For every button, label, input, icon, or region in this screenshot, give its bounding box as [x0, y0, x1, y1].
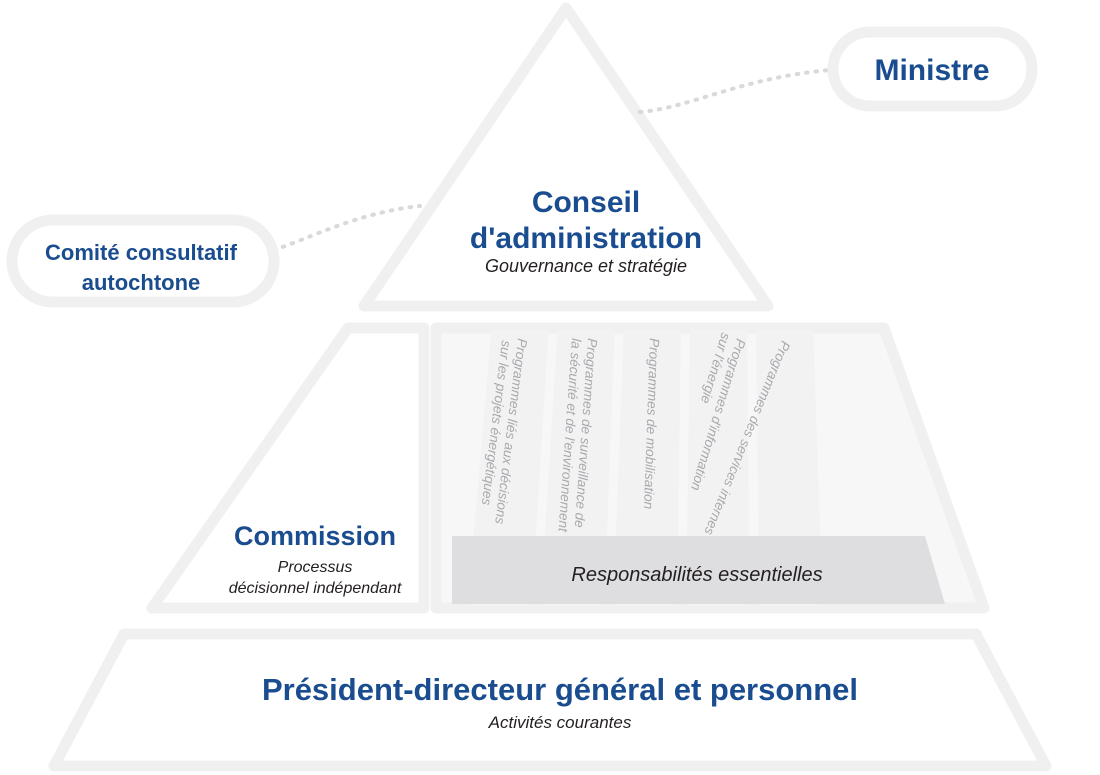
responsibility-bar-label: Responsabilités essentielles: [571, 564, 822, 586]
board-title-line2: d'administration: [470, 222, 702, 255]
commission-title: Commission: [234, 521, 396, 551]
advisory-committee-pill[interactable]: [6, 214, 280, 308]
program-column-label-2: Programmes de surveillance de la sécurit…: [555, 338, 600, 534]
tier-middle-right-shape: [430, 322, 990, 614]
minister-pill[interactable]: [827, 26, 1038, 112]
advisory-label-line1: Comité consultatif: [45, 240, 238, 265]
ceo-subtitle: Activités courantes: [488, 713, 632, 732]
program-column-label-3: Programmes de mobilisation: [641, 338, 662, 509]
board-title-line1: Conseil: [532, 186, 640, 219]
tier-middle-left-shape: [146, 322, 430, 614]
board-subtitle: Gouvernance et stratégie: [485, 256, 687, 276]
commission-subtitle-line1: Processus: [278, 559, 353, 576]
commission-subtitle-line2: décisionnel indépendant: [229, 580, 402, 597]
top-triangle: [358, 2, 774, 312]
advisory-label-line2: autochtone: [82, 270, 201, 295]
advisory-connector-dotted-line: [272, 204, 422, 252]
program-column-label-1: Programmes liés aux décisions sur les pr…: [479, 338, 530, 526]
responsibility-bar: [452, 536, 945, 604]
ceo-title: Président-directeur général et personnel: [262, 672, 858, 707]
tier-bottom-shape: [48, 628, 1052, 772]
bottom-trapezoid: [48, 628, 1052, 772]
tier-top-shape: [358, 2, 774, 312]
minister-connector-dotted-line: [638, 68, 832, 114]
commission-trapezoid: [146, 322, 430, 614]
minister-label: Ministre: [874, 54, 989, 87]
program-column-3-line1: Programmes de mobilisation: [641, 338, 662, 509]
